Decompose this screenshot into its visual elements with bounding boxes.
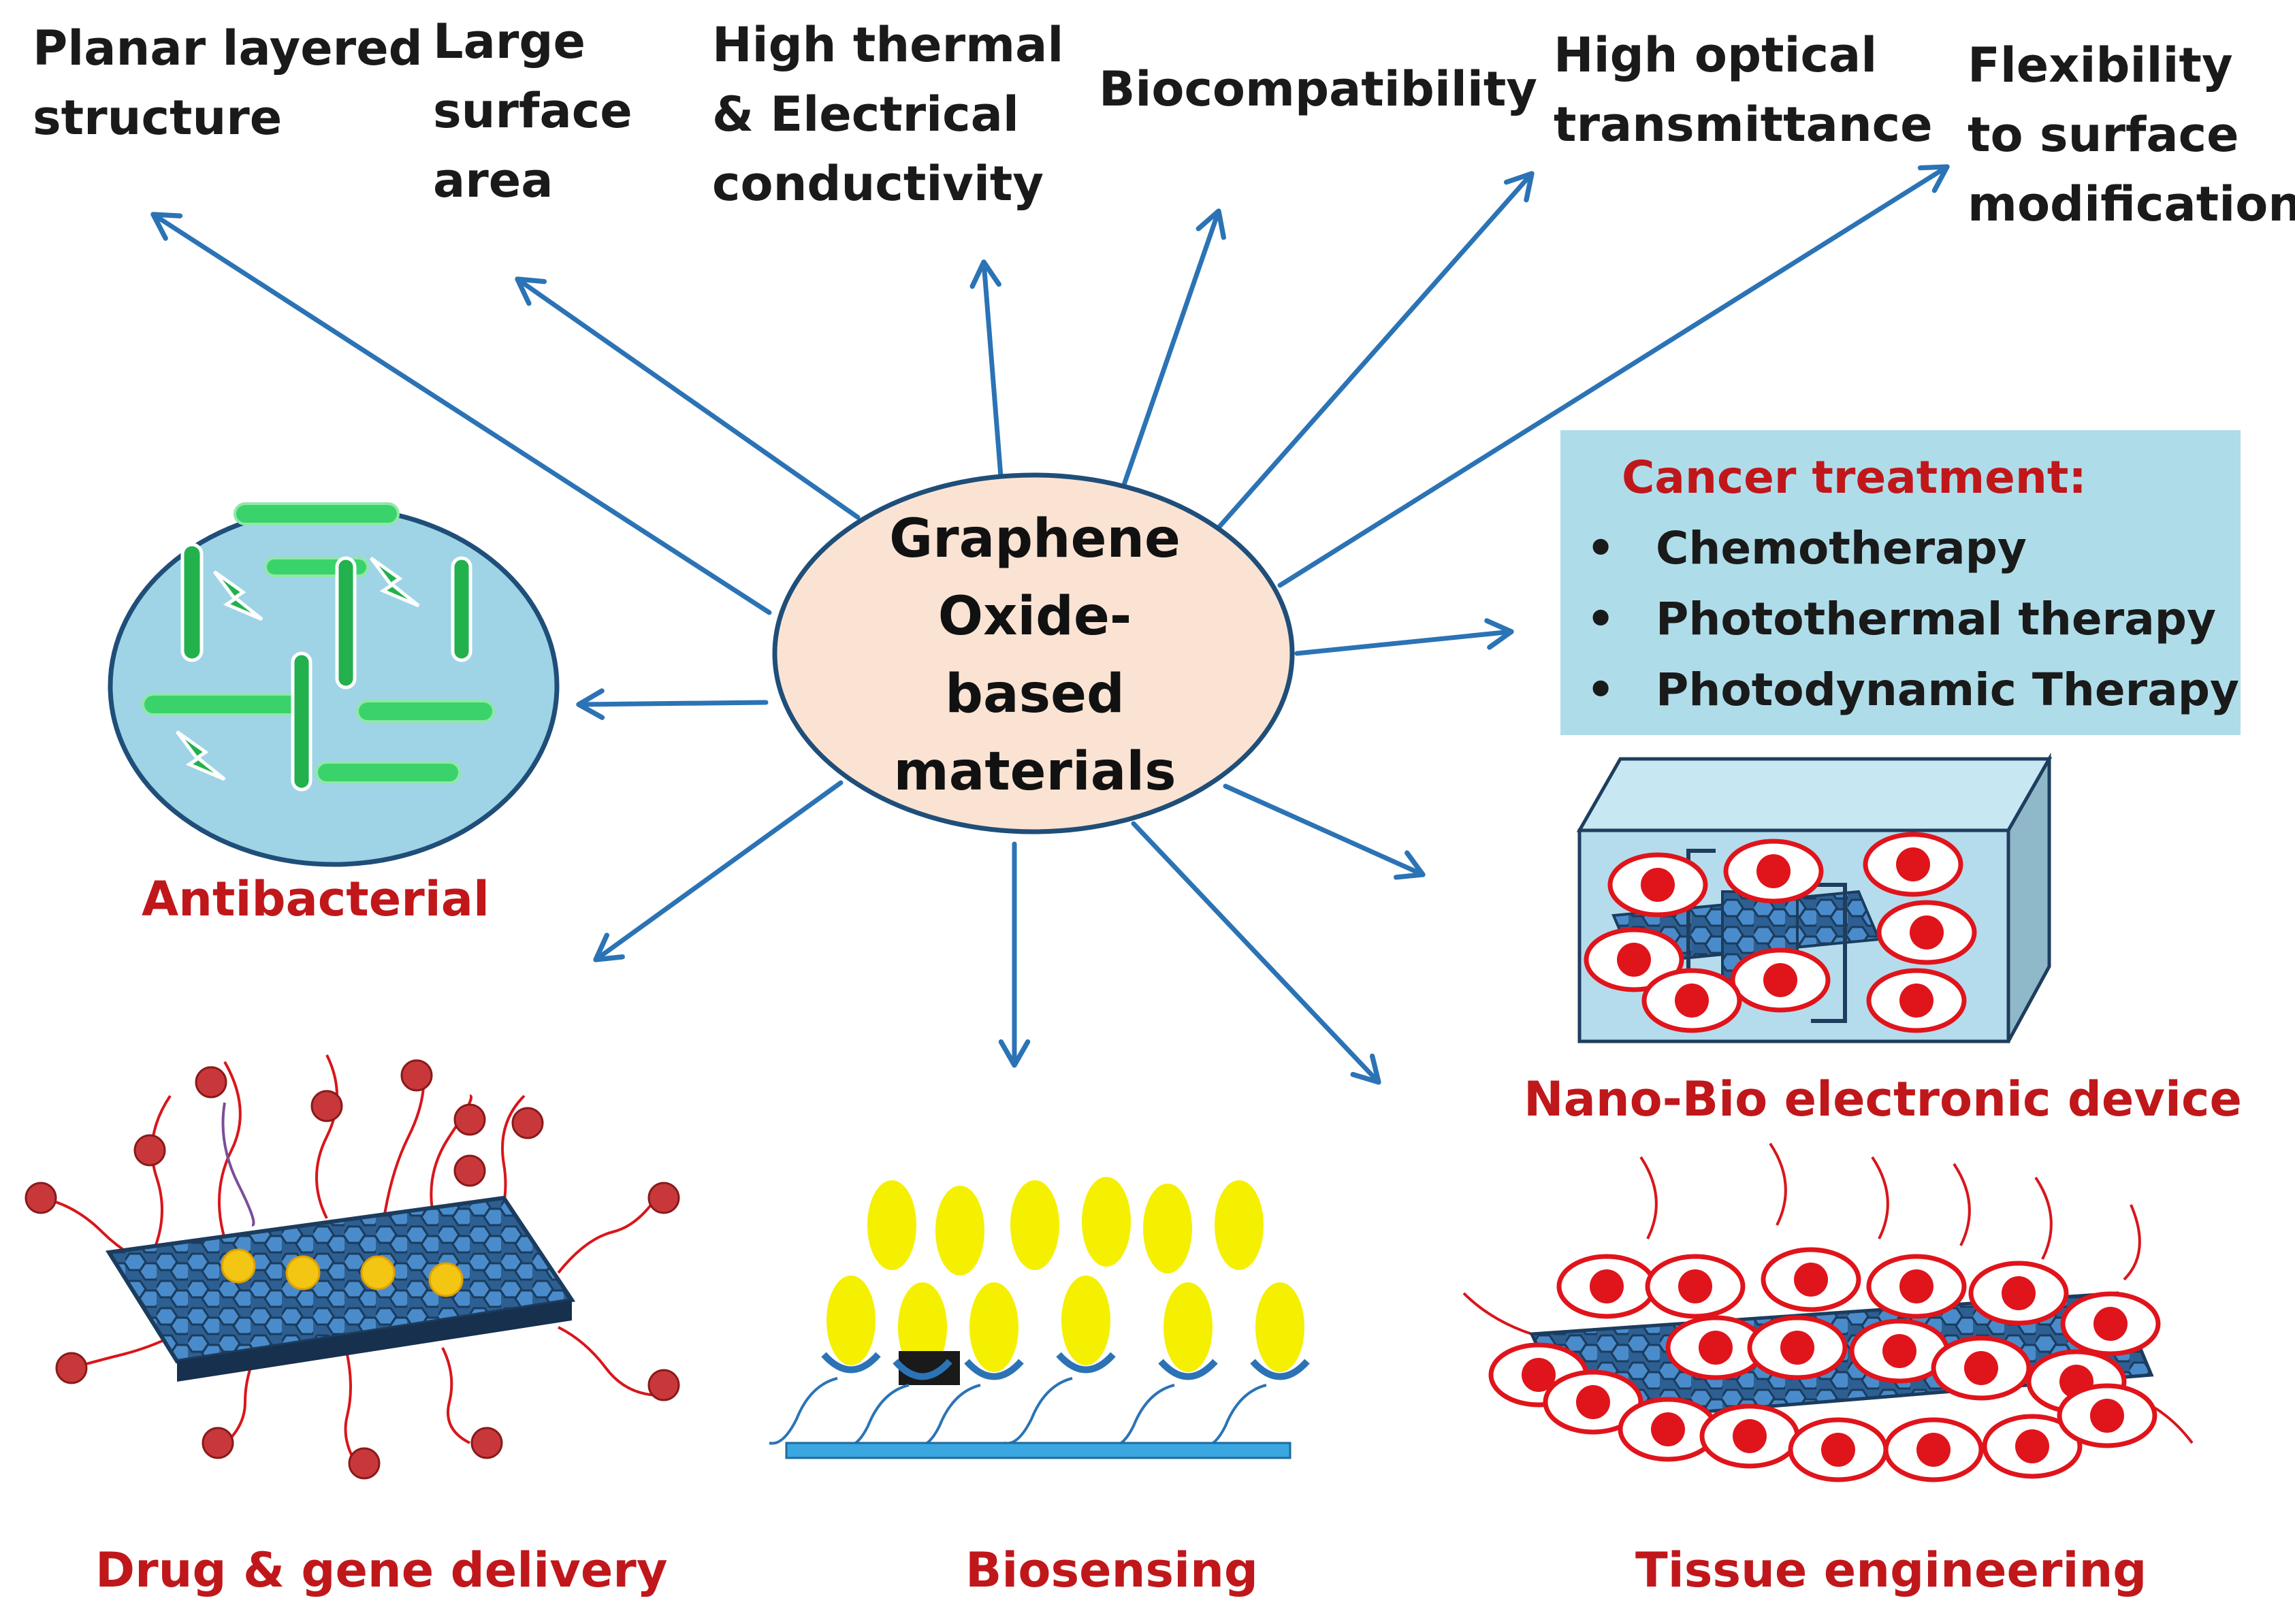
tissue-engineering-label: Tissue engineering <box>1635 1542 2147 1598</box>
property-optical-label: High optical transmittance <box>1554 27 1933 152</box>
property-thermal-label: High thermal & Electrical conductivity <box>712 17 1064 212</box>
property-surface-label: Large surface area <box>433 14 632 208</box>
arrow-planar <box>150 212 772 615</box>
arrow-drug <box>593 780 844 962</box>
antibacterial-label: Antibacterial <box>142 871 490 927</box>
arrows <box>150 164 1950 1085</box>
biosensing-illustration <box>769 1177 1310 1459</box>
arrow-antibacterial <box>576 688 769 720</box>
drug-delivery-illustration <box>25 1054 680 1480</box>
bullet: • <box>1586 522 1616 574</box>
arrow-thermal <box>969 259 1004 479</box>
bullet: • <box>1586 664 1616 716</box>
cancer-treatment-title: Cancer treatment: <box>1622 451 2087 504</box>
arrow-surface <box>515 276 861 520</box>
antibacterial-illustration <box>108 502 560 867</box>
nanobio-device-illustration <box>1576 752 2053 1043</box>
arrow-tissue <box>1131 821 1381 1085</box>
cancer-treatment-list: • Chemotherapy • Photothermal therapy • Pho… <box>1560 513 2239 726</box>
cancer-item: • Chemotherapy <box>1560 513 2239 584</box>
center-label: Graphene Oxide- based materials <box>889 508 1181 802</box>
property-flex-label: Flexibility to surface modification <box>1968 37 2295 232</box>
cancer-treatment-box: Cancer treatment: • Chemotherapy • Phototh… <box>1560 430 2241 735</box>
arrow-nanobio <box>1223 783 1426 880</box>
cancer-item-label: Photothermal therapy <box>1656 593 2217 645</box>
arrow-optical <box>1216 171 1535 530</box>
property-biocompat-label: Biocompatibility <box>1099 61 1537 117</box>
bullet: • <box>1586 593 1616 645</box>
drug-delivery-label: Drug & gene delivery <box>95 1542 668 1598</box>
tissue-engineering-illustration <box>1462 1142 2194 1480</box>
arrow-biocompat <box>1121 208 1226 489</box>
biosensing-label: Biosensing <box>965 1542 1259 1598</box>
arrow-flex <box>1277 164 1950 588</box>
property-planar-label: Planar layered structure <box>33 20 423 146</box>
cancer-item-label: Chemotherapy <box>1656 522 2027 574</box>
cancer-item: • Photothermal therapy <box>1560 584 2239 655</box>
cancer-item-label: Photodynamic Therapy <box>1656 664 2240 716</box>
arrow-cancer <box>1294 618 1514 656</box>
nanobio-label: Nano-Bio electronic device <box>1524 1071 2242 1127</box>
cancer-item: • Photodynamic Therapy <box>1560 655 2239 726</box>
center-ellipse <box>772 472 1295 834</box>
